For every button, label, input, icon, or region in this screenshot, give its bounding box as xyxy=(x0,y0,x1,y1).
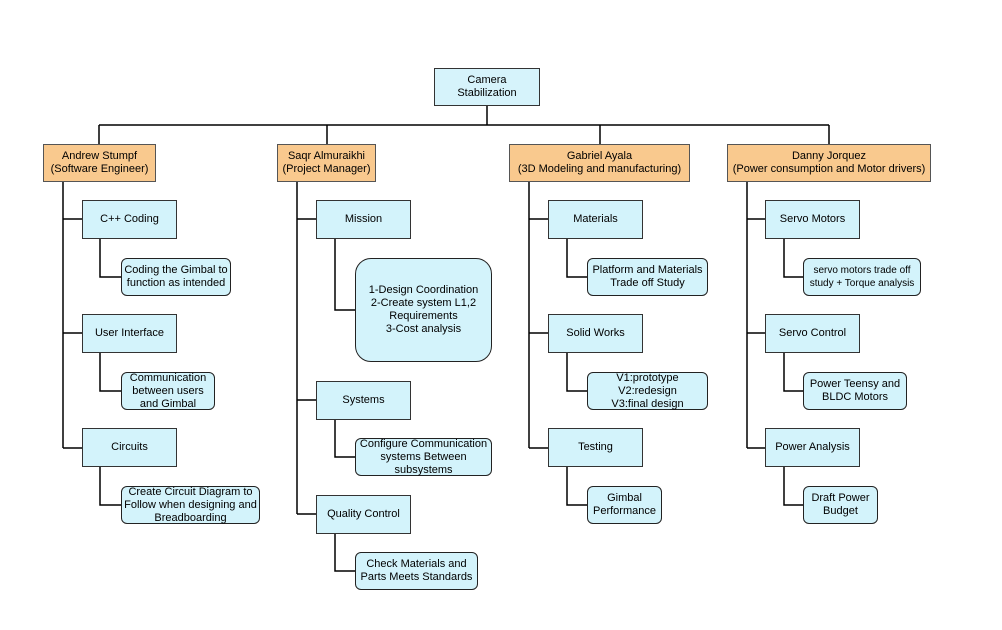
detail-node: Create Circuit Diagram to Follow when de… xyxy=(121,486,260,524)
detail-node: Coding the Gimbal to function as intende… xyxy=(121,258,231,296)
member-node-saqr: Saqr Almuraikhi (Project Manager) xyxy=(277,144,376,182)
category-node: User Interface xyxy=(82,314,177,353)
detail-node: Platform and Materials Trade off Study xyxy=(587,258,708,296)
category-node: Quality Control xyxy=(316,495,411,534)
category-node: Mission xyxy=(316,200,411,239)
category-node: Servo Motors xyxy=(765,200,860,239)
detail-node: Check Materials and Parts Meets Standard… xyxy=(355,552,478,590)
category-node: Circuits xyxy=(82,428,177,467)
category-node: Systems xyxy=(316,381,411,420)
detail-node: servo motors trade off study + Torque an… xyxy=(803,258,921,296)
category-node: Servo Control xyxy=(765,314,860,353)
category-node: C++ Coding xyxy=(82,200,177,239)
detail-node: Communication between users and Gimbal xyxy=(121,372,215,410)
category-node: Testing xyxy=(548,428,643,467)
detail-node: Power Teensy and BLDC Motors xyxy=(803,372,907,410)
detail-node: 1-Design Coordination 2-Create system L1… xyxy=(355,258,492,362)
detail-node: Configure Communication systems Between … xyxy=(355,438,492,476)
detail-node: Gimbal Performance xyxy=(587,486,662,524)
category-node: Materials xyxy=(548,200,643,239)
detail-node: Draft Power Budget xyxy=(803,486,878,524)
member-node-danny: Danny Jorquez (Power consumption and Mot… xyxy=(727,144,931,182)
category-node: Solid Works xyxy=(548,314,643,353)
member-node-gabriel: Gabriel Ayala (3D Modeling and manufactu… xyxy=(509,144,690,182)
member-node-andrew: Andrew Stumpf (Software Engineer) xyxy=(43,144,156,182)
root-node: Camera Stabilization xyxy=(434,68,540,106)
detail-node: V1:prototype V2:redesign V3:final design xyxy=(587,372,708,410)
category-node: Power Analysis xyxy=(765,428,860,467)
